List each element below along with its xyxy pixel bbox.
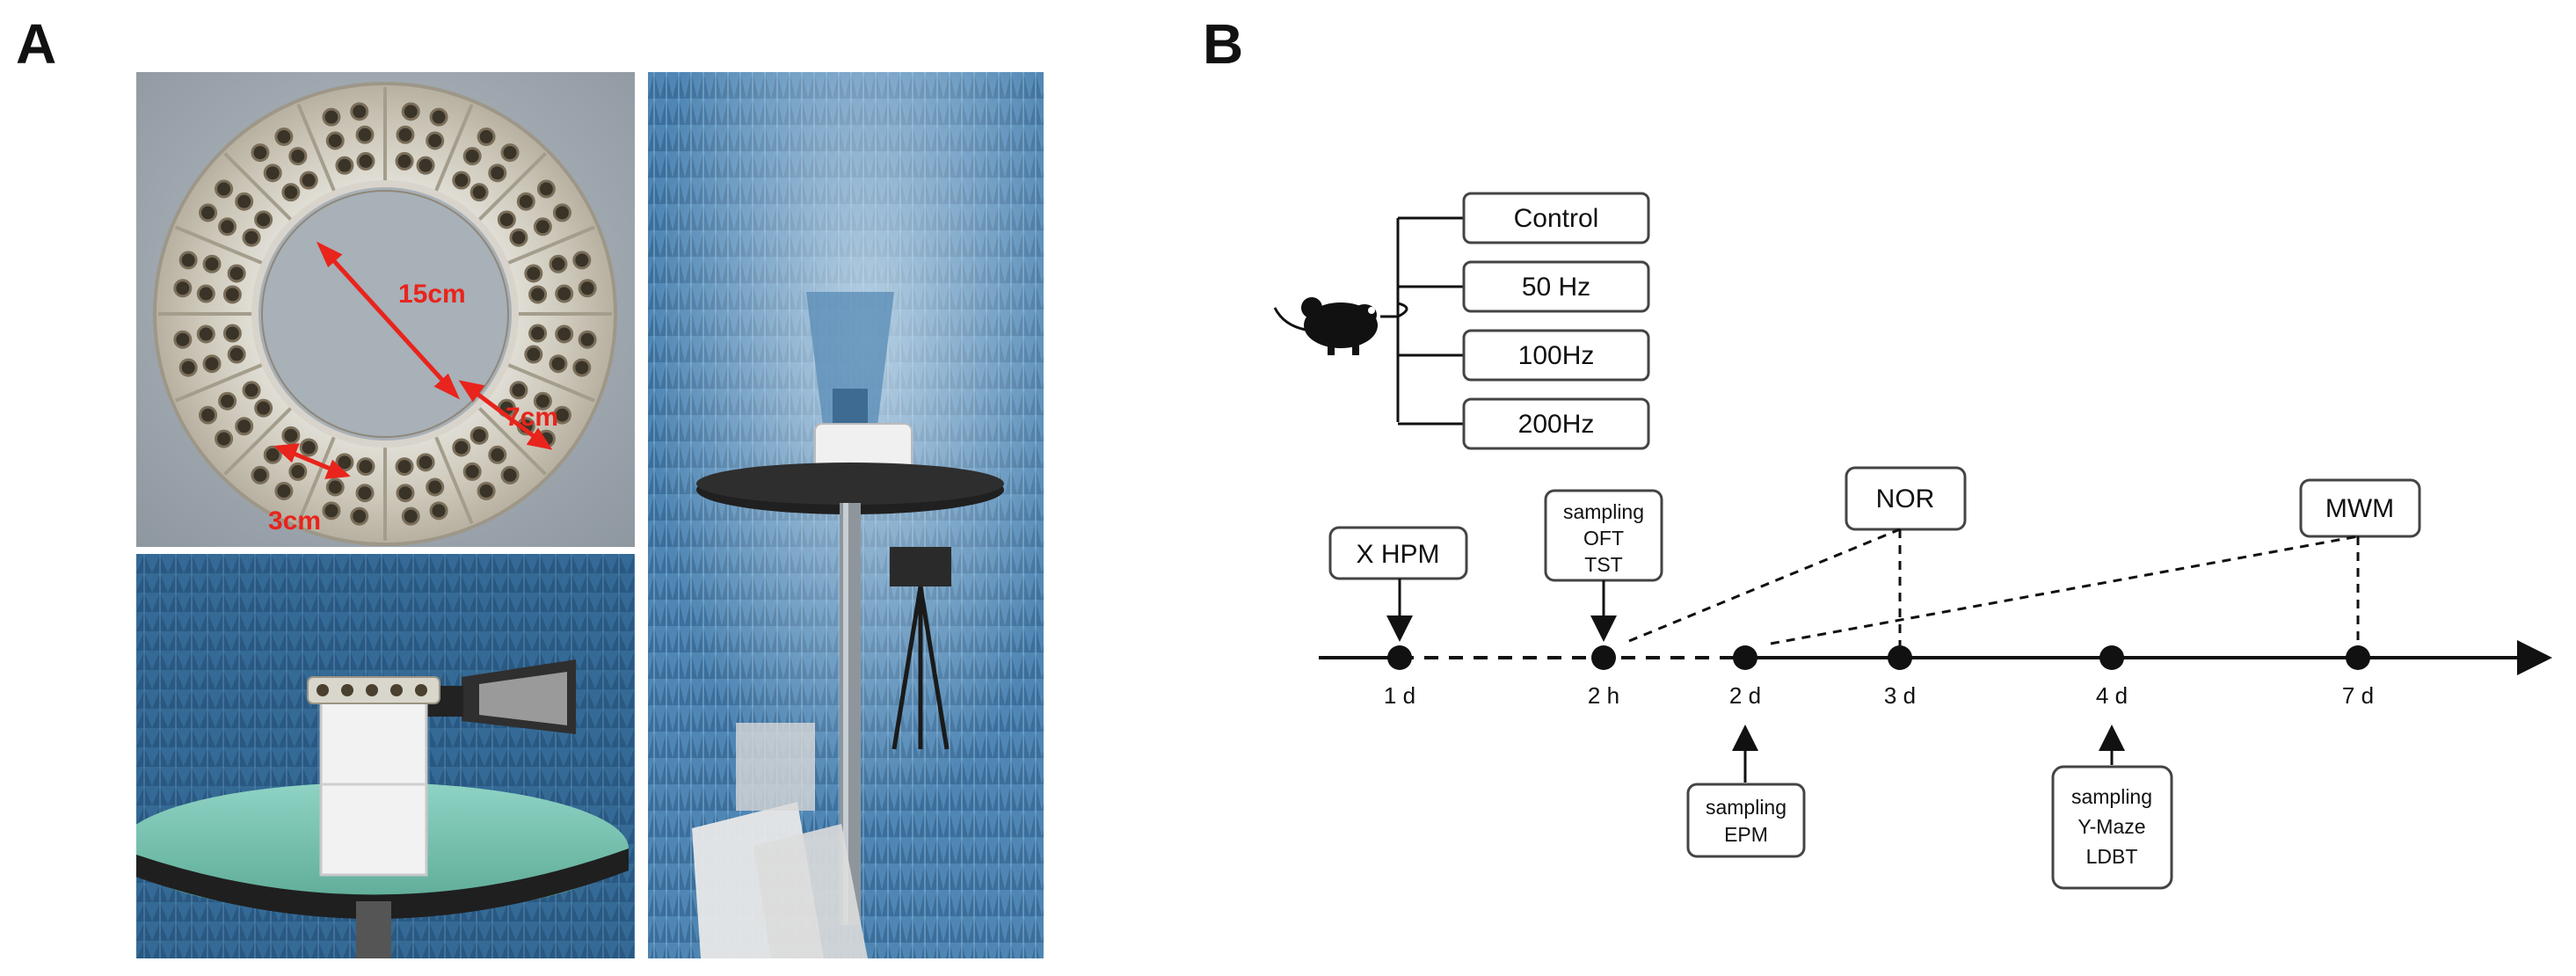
panel-label-a: A [16,12,57,76]
timepoint-label-2h: 2 h [1588,682,1619,709]
group-label-100hz: 100Hz [1518,341,1595,370]
timepoint-label-4d: 4 d [2096,682,2128,709]
timepoint-label-2d: 2 d [1729,682,1761,709]
nor-label: NOR [1876,484,1935,513]
group-label-200hz: 200Hz [1518,410,1595,439]
group-label-50hz: 50 Hz [1522,273,1590,302]
sampling-2d-line1: sampling [1706,796,1786,819]
timepoint-7d [2346,645,2370,670]
panel-label-b: B [1203,12,1244,76]
sampling-4d-line3: LDBT [2086,845,2138,868]
sampling-2h-line2: OFT [1583,527,1624,550]
sampling-2d-line2: EPM [1724,823,1768,846]
group-box-50hz: 50 Hz [1462,260,1650,313]
white-support [319,697,428,877]
slot-label: 3cm [268,506,321,535]
group-label-control: Control [1514,204,1599,233]
photo-small-chamber [136,554,635,958]
ring-holder-illustration: 15cm 7cm 3cm [136,72,635,547]
diameter-label: 15cm [398,280,466,309]
width-arrow [469,387,542,443]
exposure-box: X HPM [1328,526,1468,580]
tripod-antenna [890,547,951,586]
mwm-label: MWM [2325,494,2394,523]
group-bracket [1380,216,1464,426]
sampling-4d-line1: sampling [2071,785,2152,808]
photo-large-chamber [648,72,1044,958]
large-chamber-illustration [648,72,1044,958]
timepoint-label-1d: 1 d [1384,682,1415,709]
mwm-diagonal [1770,535,2359,645]
sampling-2d-box: sampling EPM [1686,783,1806,858]
sampling-4d-box: sampling Y-Maze LDBT [2051,765,2173,890]
small-chamber-illustration [136,554,635,958]
nor-box: NOR [1845,466,1967,531]
timeline-diagram: Control 50 Hz 100Hz 200Hz 1 d 2 h 2 d 3 … [1273,192,2552,890]
timepoint-1d [1387,645,1412,670]
diameter-arrow [324,251,452,390]
ring-compartments [158,87,612,541]
sampling-2h-box: sampling OFT TST [1544,489,1663,582]
timepoint-2d [1733,645,1757,670]
group-box-100hz: 100Hz [1462,329,1650,382]
timepoint-markers [1387,645,2370,670]
sampling-2h-line3: TST [1584,553,1622,576]
photo-ring-holder: 15cm 7cm 3cm [136,72,635,547]
group-box-200hz: 200Hz [1462,397,1650,450]
ceiling-mount [806,292,894,433]
sampling-2h-line1: sampling [1563,500,1644,523]
mouse-icon [1273,297,1378,355]
nor-diagonal [1628,528,1901,643]
table-stand [356,901,391,958]
exposure-label: X HPM [1356,540,1439,569]
mwm-box: MWM [2299,478,2421,538]
timepoint-3d [1888,645,1912,670]
timepoint-2h [1591,645,1616,670]
timepoint-4d [2099,645,2124,670]
timepoint-label-3d: 3 d [1884,682,1916,709]
group-box-control: Control [1462,192,1650,244]
sampling-4d-line2: Y-Maze [2078,815,2145,838]
timepoint-label-7d: 7 d [2342,682,2374,709]
width-label: 7cm [506,403,558,432]
